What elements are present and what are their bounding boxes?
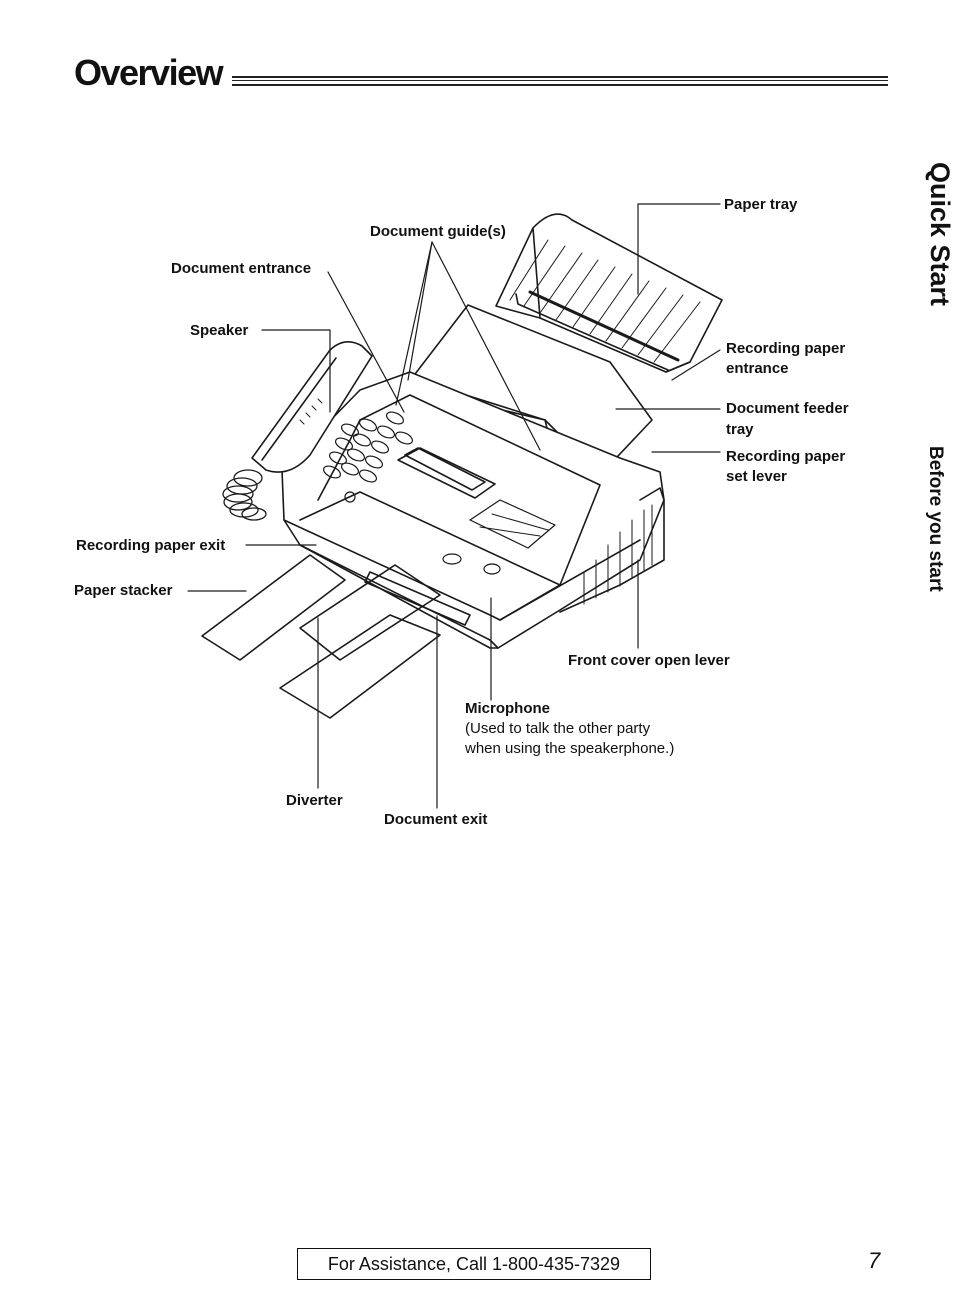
label-document-feeder-tray-1: Document feeder xyxy=(726,400,849,417)
label-recording-paper-exit: Recording paper exit xyxy=(76,537,226,554)
label-document-exit: Document exit xyxy=(384,811,488,828)
label-diverter: Diverter xyxy=(286,792,343,809)
paper-stacker-drawing xyxy=(201,554,441,719)
label-recording-paper-entrance-1: Recording paper xyxy=(726,340,846,357)
title-rule-bottom xyxy=(232,84,888,86)
microphone-description-line-2: when using the speakerphone.) xyxy=(465,740,675,757)
title-rule-mid xyxy=(232,80,888,81)
coiled-cord-drawing xyxy=(222,469,267,521)
label-recording-paper-entrance-2: entrance xyxy=(726,360,789,377)
label-paper-tray: Paper tray xyxy=(724,196,798,213)
page-number: 7 xyxy=(868,1248,881,1273)
page-title: Overview xyxy=(74,52,224,93)
label-microphone: Microphone xyxy=(465,700,550,717)
label-document-guides: Document guide(s) xyxy=(370,223,506,240)
label-document-feeder-tray-2: tray xyxy=(726,421,754,438)
label-front-cover-open-lever: Front cover open lever xyxy=(568,652,730,669)
handset-drawing xyxy=(251,341,373,473)
label-speaker: Speaker xyxy=(190,322,249,339)
assistance-footer: For Assistance, Call 1-800-435-7329 xyxy=(297,1248,651,1280)
label-paper-stacker: Paper stacker xyxy=(74,582,173,599)
title-rule-top xyxy=(232,76,888,78)
label-document-entrance: Document entrance xyxy=(171,260,312,277)
label-recording-paper-set-lever-1: Recording paper xyxy=(726,448,846,465)
fax-body-drawing xyxy=(281,371,665,649)
microphone-description-line-1: (Used to talk the other party xyxy=(465,720,651,737)
paper-tray-drawing xyxy=(495,213,723,373)
leader-lines xyxy=(187,203,721,809)
label-recording-paper-set-lever-2: set lever xyxy=(726,468,787,485)
